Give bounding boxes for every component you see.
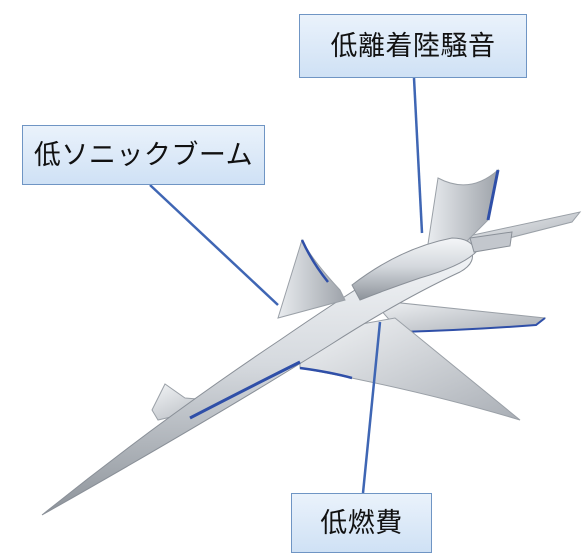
callout-low-landing-noise: 低離着陸騒音: [299, 14, 527, 78]
engine-nozzle: [469, 231, 513, 253]
leader-line-landing-noise: [412, 77, 424, 234]
leader-line-fuel: [361, 321, 382, 494]
main-wing-near-trailing-edge: [299, 366, 353, 380]
callout-low-sonic-boom: 低ソニックブーム: [22, 125, 265, 185]
callout-low-fuel-consumption: 低燃費: [291, 493, 432, 553]
vertical-fin-leading-edge: [486, 169, 500, 221]
delta-wing-root-edge: [300, 239, 329, 283]
supersonic-aircraft: [41, 168, 582, 516]
leader-line-sonic-boom: [149, 184, 279, 306]
main-wing-far-trailing-edge: [399, 317, 546, 333]
fuselage-blue-stripe: [189, 360, 301, 420]
leader-lines: [149, 77, 424, 494]
